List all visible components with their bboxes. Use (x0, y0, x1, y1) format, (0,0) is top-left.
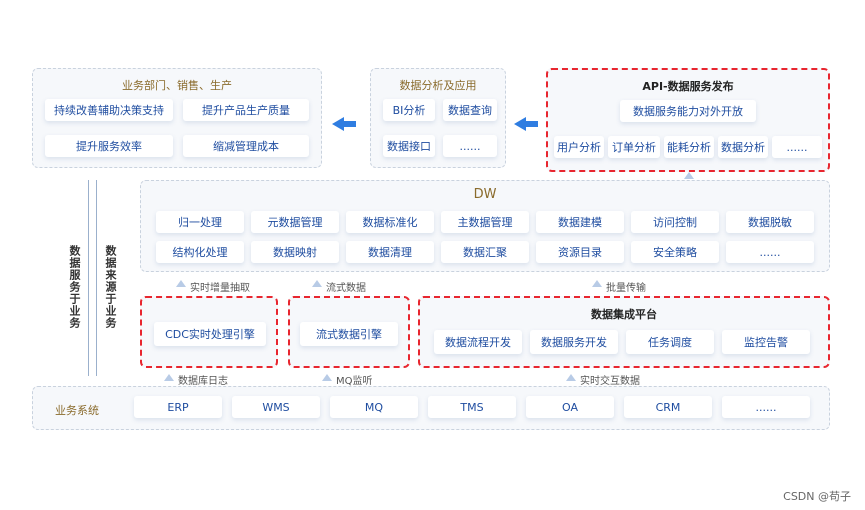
api-item-more[interactable]: ...... (772, 136, 822, 158)
flow-label-realtime-incremental: 实时增量抽取 (190, 283, 250, 294)
arrow-left-icon (332, 117, 356, 131)
dw-item-row2-2[interactable]: 数据清理 (346, 241, 434, 263)
api-service-panel: API-数据服务发布 数据服务能力对外开放 用户分析 订单分析 能耗分析 数据分… (546, 68, 830, 172)
data-analysis-title: 数据分析及应用 (399, 79, 477, 92)
dw-item-row1-4[interactable]: 数据建模 (536, 211, 624, 233)
dw-item-row2-5[interactable]: 安全策略 (631, 241, 719, 263)
stream-engine-panel: 流式数据引擎 (288, 296, 410, 368)
flow-label-realtime-interaction: 实时交互数据 (580, 376, 640, 387)
dw-title: DW (473, 187, 497, 202)
analysis-item-more[interactable]: ...... (443, 135, 497, 157)
biz-item-decision-support[interactable]: 持续改善辅助决策支持 (45, 99, 173, 121)
integration-item-service-dev[interactable]: 数据服务开发 (530, 330, 618, 354)
dw-item-row2-1[interactable]: 数据映射 (251, 241, 339, 263)
data-analysis-panel: 数据分析及应用 BI分析 数据查询 数据接口 ...... (370, 68, 506, 168)
business-departments-panel: 业务部门、销售、生产 持续改善辅助决策支持 提升产品生产质量 提升服务效率 缩减… (32, 68, 322, 168)
api-service-title: API-数据服务发布 (642, 80, 734, 93)
biz-system-item-0[interactable]: ERP (134, 396, 222, 418)
arrow-up-icon (566, 374, 576, 381)
dw-item-row2-6[interactable]: ...... (726, 241, 814, 263)
api-item-data-analysis[interactable]: 数据分析 (718, 136, 768, 158)
api-item-user-analysis[interactable]: 用户分析 (554, 136, 604, 158)
flow-label-stream-data: 流式数据 (326, 283, 366, 294)
cdc-engine-box[interactable]: CDC实时处理引擎 (154, 322, 266, 346)
arrow-left-icon (514, 117, 538, 131)
integration-item-monitoring[interactable]: 监控告警 (722, 330, 810, 354)
arrow-up-icon (322, 374, 332, 381)
biz-system-item-5[interactable]: CRM (624, 396, 712, 418)
biz-system-item-3[interactable]: TMS (428, 396, 516, 418)
dw-item-row1-1[interactable]: 元数据管理 (251, 211, 339, 233)
biz-system-item-6[interactable]: ...... (722, 396, 810, 418)
side-label-from-business: 数据来源于业务 (104, 245, 117, 329)
biz-item-reduce-cost[interactable]: 缩减管理成本 (183, 135, 309, 157)
stream-engine-box[interactable]: 流式数据引擎 (300, 322, 398, 346)
analysis-item-interface[interactable]: 数据接口 (383, 135, 435, 157)
dw-item-row1-3[interactable]: 主数据管理 (441, 211, 529, 233)
biz-item-product-quality[interactable]: 提升产品生产质量 (183, 99, 309, 121)
api-item-order-analysis[interactable]: 订单分析 (608, 136, 660, 158)
dw-item-row2-3[interactable]: 数据汇聚 (441, 241, 529, 263)
arrow-up-icon (164, 374, 174, 381)
arrow-up-icon (592, 280, 602, 287)
api-item-energy-analysis[interactable]: 能耗分析 (664, 136, 714, 158)
side-label-serve-business: 数据服务于业务 (68, 245, 81, 329)
arrow-up-icon (312, 280, 322, 287)
biz-system-item-1[interactable]: WMS (232, 396, 320, 418)
flow-label-mq-listen: MQ监听 (336, 376, 373, 387)
api-open-capability[interactable]: 数据服务能力对外开放 (620, 100, 756, 122)
arrow-up-icon (176, 280, 186, 287)
analysis-item-query[interactable]: 数据查询 (443, 99, 497, 121)
arrow-up-icon (684, 172, 694, 179)
watermark-text: CSDN @苟子 (783, 490, 851, 503)
cdc-engine-panel: CDC实时处理引擎 (140, 296, 278, 368)
dw-item-row2-0[interactable]: 结构化处理 (156, 241, 244, 263)
dw-item-row1-6[interactable]: 数据脱敏 (726, 211, 814, 233)
side-line-left (88, 180, 89, 376)
side-line-right (96, 180, 97, 376)
flow-label-batch-transfer: 批量传输 (606, 283, 646, 294)
dw-item-row2-4[interactable]: 资源目录 (536, 241, 624, 263)
analysis-item-bi[interactable]: BI分析 (383, 99, 435, 121)
flow-label-db-log: 数据库日志 (178, 376, 228, 387)
integration-item-flow-dev[interactable]: 数据流程开发 (434, 330, 522, 354)
business-departments-title: 业务部门、销售、生产 (122, 79, 232, 92)
integration-platform-panel: 数据集成平台 数据流程开发 数据服务开发 任务调度 监控告警 (418, 296, 830, 368)
dw-item-row1-5[interactable]: 访问控制 (631, 211, 719, 233)
dw-item-row1-2[interactable]: 数据标准化 (346, 211, 434, 233)
biz-system-item-2[interactable]: MQ (330, 396, 418, 418)
biz-system-item-4[interactable]: OA (526, 396, 614, 418)
dw-item-row1-0[interactable]: 归一处理 (156, 211, 244, 233)
business-systems-title: 业务系统 (55, 404, 99, 417)
integration-platform-title: 数据集成平台 (591, 308, 657, 321)
biz-item-service-efficiency[interactable]: 提升服务效率 (45, 135, 173, 157)
integration-item-scheduling[interactable]: 任务调度 (626, 330, 714, 354)
